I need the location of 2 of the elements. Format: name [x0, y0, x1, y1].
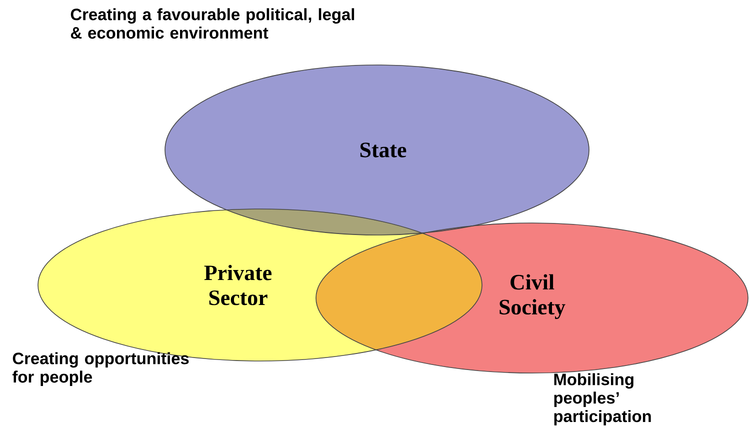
annotation-text: Mobilising peoples’ participation	[554, 373, 651, 426]
annotation-text: Creating a favourable political, legal & economic environment	[70, 8, 354, 39]
